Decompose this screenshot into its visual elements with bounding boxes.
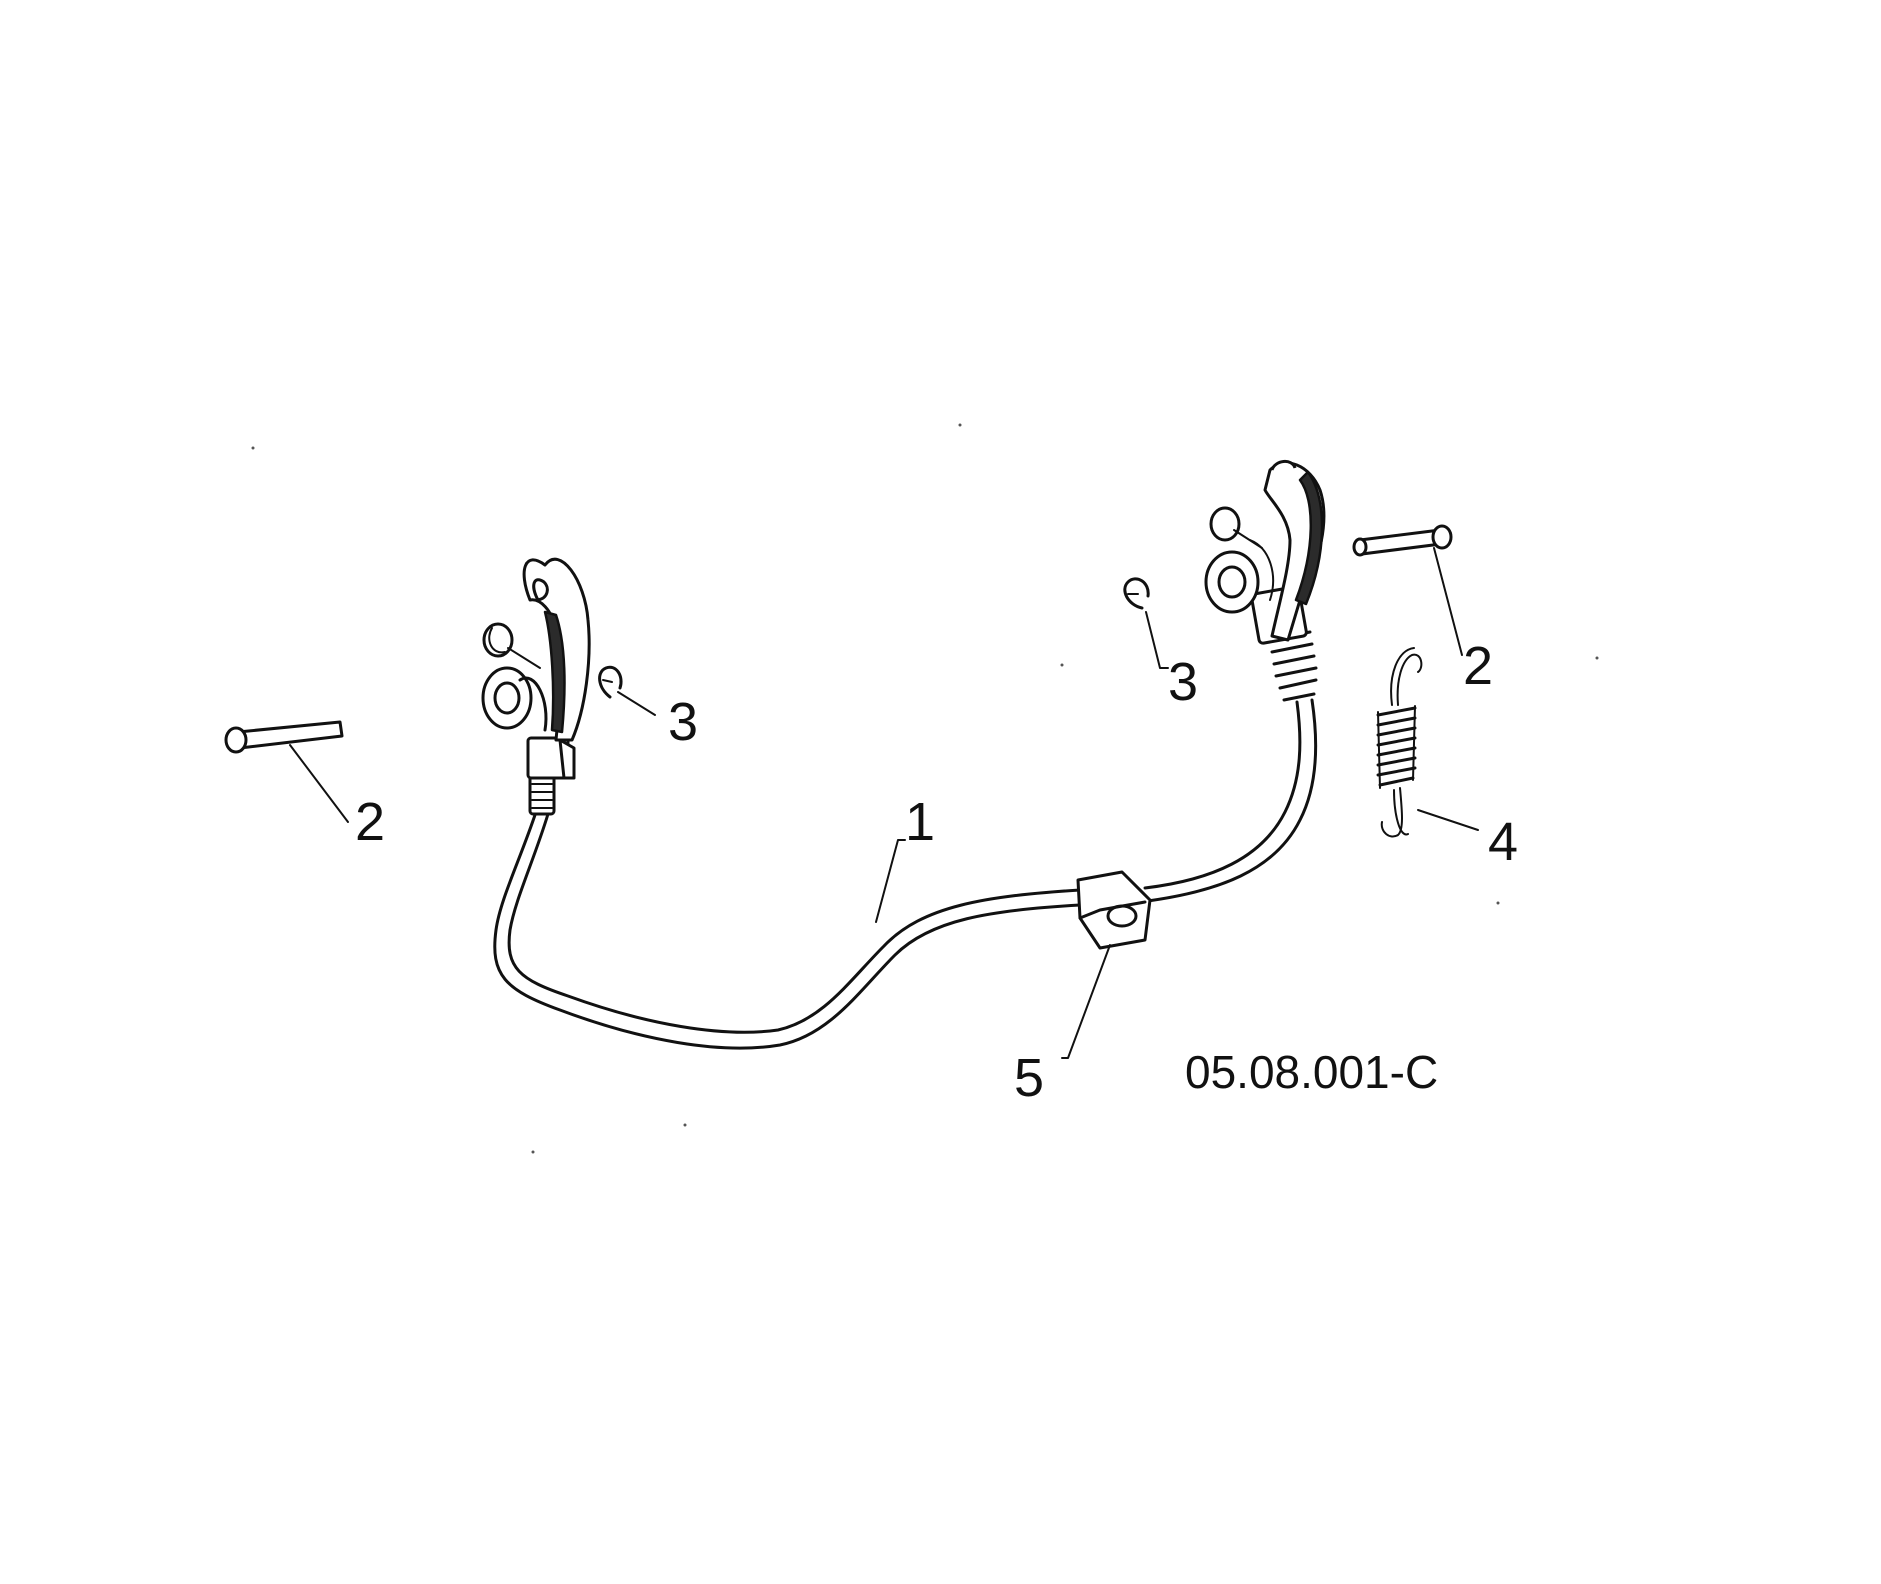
left-cable-end-fitting [526, 736, 576, 816]
left-pin [224, 720, 344, 754]
left-e-clip [598, 665, 623, 699]
figure-reference-code: 05.08.001-C [1185, 1046, 1438, 1098]
callout-2-right: 2 [1463, 636, 1493, 696]
callout-4: 4 [1488, 812, 1518, 872]
callout-2-left: 2 [355, 792, 385, 852]
left-brake-lever [481, 557, 591, 742]
callout-3-right: 3 [1168, 652, 1198, 712]
callout-5: 5 [1014, 1048, 1044, 1108]
cable-assembly [493, 698, 1318, 1050]
extension-spring [1376, 647, 1423, 838]
callout-1: 1 [905, 792, 935, 852]
scan-specks [251, 423, 1599, 1154]
callout-labels: 1 2 2 3 3 4 5 [355, 636, 1518, 1108]
right-brake-lever [1204, 460, 1326, 642]
leader-lines [289, 547, 1479, 1059]
right-e-clip [1123, 577, 1150, 610]
right-pin [1352, 524, 1453, 557]
cable-clip [1076, 870, 1152, 950]
callout-3-left: 3 [668, 692, 698, 752]
